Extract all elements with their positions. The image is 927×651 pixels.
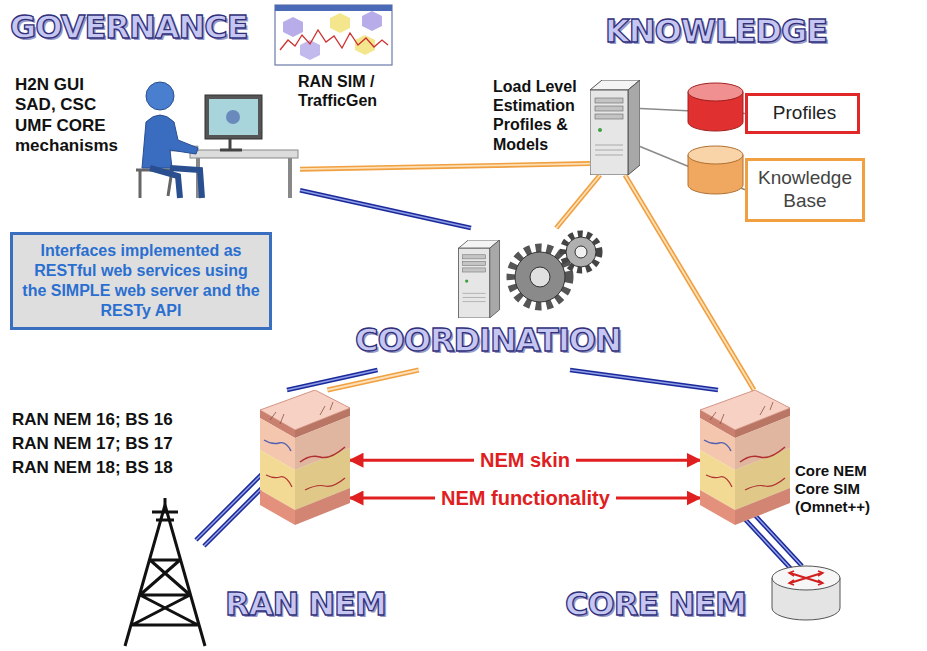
knowledge-server: KNOWLEDGELoad Level Estimation Profiles … bbox=[590, 80, 640, 175]
text-holder: COORDINATION bbox=[355, 321, 621, 359]
server-icon bbox=[590, 80, 640, 175]
knowledge-base-box: Knowledge Base bbox=[745, 158, 865, 222]
text-holder: GOVERNANCE bbox=[10, 8, 248, 46]
connector-line bbox=[570, 370, 718, 390]
node-id: RAN NEM 16; BS 16 bbox=[12, 410, 173, 430]
text-holder: RAN NEM 18; BS 18 bbox=[12, 458, 173, 478]
edge-label: NEM skin bbox=[474, 448, 576, 472]
connector bbox=[300, 190, 471, 228]
connector-line bbox=[300, 190, 471, 228]
operator-at-desk bbox=[136, 82, 298, 198]
label-holder: NEM functionality bbox=[435, 486, 616, 510]
text-holder: RAN SIM / TrafficGen bbox=[298, 72, 398, 110]
skin-block bbox=[700, 390, 790, 525]
section-title: RAN NEM bbox=[225, 585, 386, 623]
note-text: Interfaces implemented as RESTful web se… bbox=[21, 241, 261, 321]
store-label: Knowledge Base bbox=[756, 167, 854, 213]
connector-line bbox=[328, 370, 419, 390]
connector bbox=[625, 175, 754, 390]
connector-line bbox=[556, 175, 600, 228]
connector bbox=[300, 164, 590, 170]
connector-line bbox=[300, 164, 590, 170]
node-id: RAN NEM 18; BS 18 bbox=[12, 458, 173, 478]
section-title: GOVERNANCE bbox=[10, 8, 248, 46]
text-holder: RAN NEM 17; BS 17 bbox=[12, 434, 173, 454]
gears bbox=[511, 234, 599, 306]
connector-line bbox=[570, 370, 718, 390]
core-nem-skin: CORE NEMCore NEM Core SIM (Omnet++) bbox=[700, 390, 790, 525]
text-holder: KNOWLEDGE bbox=[605, 12, 827, 50]
ran-nem-skin: RAN NEMRAN NEM 16; BS 16RAN NEM 17; BS 1… bbox=[260, 390, 350, 525]
store-label: Profiles bbox=[762, 102, 847, 125]
label-holder: NEM skin bbox=[474, 448, 576, 472]
text-holder: H2N GUI SAD, CSC UMF CORE mechanisms bbox=[15, 75, 125, 157]
connector-line bbox=[300, 190, 471, 228]
connector-line bbox=[328, 370, 419, 390]
simulator-label: RAN SIM / TrafficGen bbox=[298, 72, 398, 110]
edge-label: NEM functionality bbox=[435, 486, 616, 510]
connector bbox=[556, 175, 600, 228]
skin-block bbox=[260, 390, 350, 525]
server-icon bbox=[590, 80, 640, 175]
governance-group: GOVERNANCEH2N GUI SAD, CSC UMF CORE mech… bbox=[10, 60, 300, 200]
node-id: RAN NEM 17; BS 17 bbox=[12, 434, 173, 454]
section-title: COORDINATION bbox=[355, 321, 621, 359]
connector bbox=[328, 370, 419, 390]
skin-block bbox=[700, 390, 790, 525]
coordination-server bbox=[458, 240, 499, 318]
component-list: H2N GUI SAD, CSC UMF CORE mechanisms bbox=[15, 75, 125, 157]
interfaces-note: Interfaces implemented as RESTful web se… bbox=[10, 232, 272, 330]
function-label: Load Level Estimation Profiles & Models bbox=[493, 77, 588, 154]
connector-line bbox=[300, 164, 590, 170]
text-holder: Load Level Estimation Profiles & Models bbox=[493, 77, 588, 154]
simulator-label: Core NEM Core SIM (Omnet++) bbox=[795, 462, 890, 516]
coordination-group: COORDINATION bbox=[350, 228, 625, 370]
section-title: CORE NEM bbox=[565, 585, 746, 623]
profiles-database bbox=[688, 83, 743, 131]
connector-line bbox=[625, 175, 754, 390]
connector-line bbox=[625, 175, 754, 390]
radio-tower bbox=[125, 498, 205, 646]
connector-line bbox=[556, 175, 600, 228]
knowledge-base-database bbox=[688, 146, 743, 194]
section-title: KNOWLEDGE bbox=[605, 12, 827, 50]
text-holder: CORE NEM bbox=[565, 585, 746, 623]
text-holder: RAN NEM bbox=[225, 585, 386, 623]
connector bbox=[570, 370, 718, 390]
text-holder: Core NEM Core SIM (Omnet++) bbox=[795, 462, 890, 516]
router-cable bbox=[742, 512, 802, 570]
skin-block bbox=[260, 390, 350, 525]
ran-sim-screenshot bbox=[275, 5, 392, 65]
text-holder: RAN NEM 16; BS 16 bbox=[12, 410, 173, 430]
profiles-box: Profiles bbox=[745, 93, 860, 134]
router-icon bbox=[772, 566, 840, 620]
